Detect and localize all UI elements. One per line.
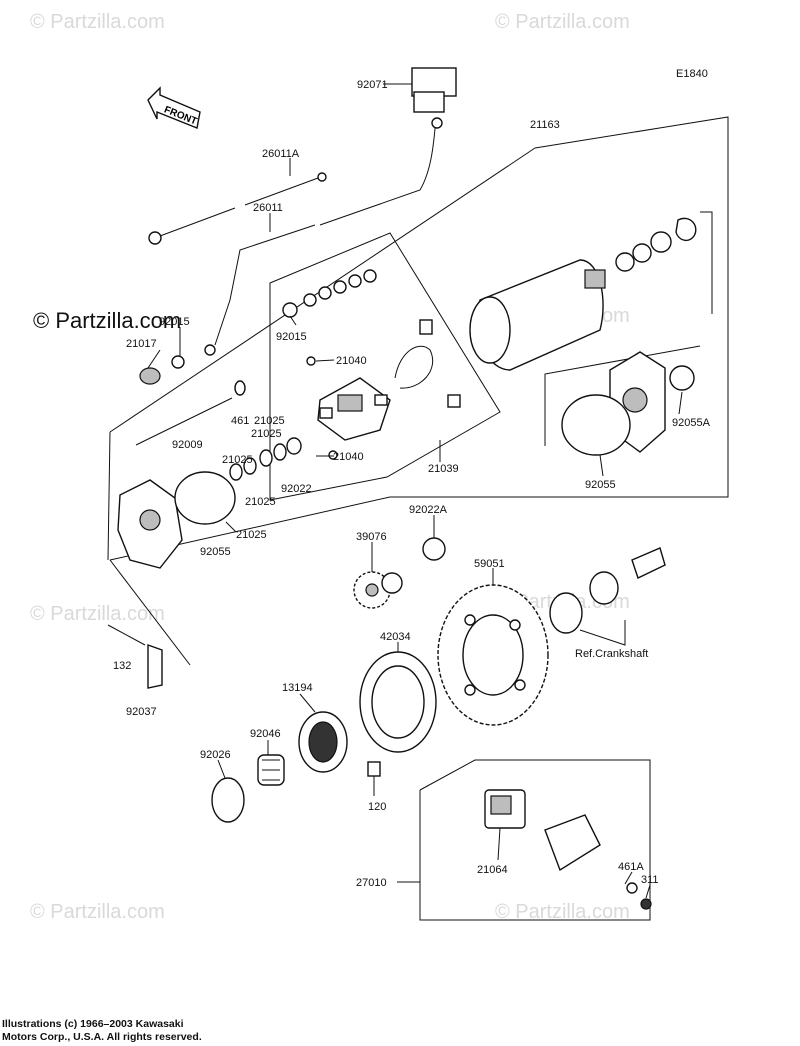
battery-cables xyxy=(148,67,457,356)
bolt-120 xyxy=(367,761,381,777)
crankshaft-parts xyxy=(549,547,666,646)
part-label: 92022 xyxy=(281,483,312,495)
part-label: 39076 xyxy=(356,531,387,543)
part-label: 92022A xyxy=(409,504,448,516)
part-label: 92015 xyxy=(276,331,307,343)
part-label: 21163 xyxy=(530,119,560,131)
part-label: 13194 xyxy=(282,682,313,694)
bracket-bolt-and-plate xyxy=(107,559,191,689)
part-label: 92009 xyxy=(172,439,203,451)
starter-motor xyxy=(469,217,697,371)
part-label: 21025 xyxy=(222,454,253,466)
part-label: 92055 xyxy=(200,546,231,558)
front-arrow-icon: FRONT xyxy=(147,86,201,129)
part-label: 21064 xyxy=(477,864,508,876)
part-label: 92071 xyxy=(357,79,388,91)
diagram-code: E1840 xyxy=(676,68,708,80)
starter-relay xyxy=(484,789,652,910)
copyright-notice: Illustrations (c) 1966–2003 Kawasaki Mot… xyxy=(2,1018,202,1044)
assembly-outline-brush xyxy=(269,232,501,501)
part-label: 461 xyxy=(231,415,249,427)
part-label: 461A xyxy=(618,861,644,873)
part-label: 26011A xyxy=(262,148,300,160)
part-label: 21025 xyxy=(236,529,267,541)
watermarks: © Partzilla.com © Partzilla.com © Partzi… xyxy=(30,11,630,923)
copyright-line: Illustrations (c) 1966–2003 Kawasaki xyxy=(2,1018,184,1030)
part-label: 21025 xyxy=(251,428,282,440)
part-label: 59051 xyxy=(474,558,505,570)
part-label: 42034 xyxy=(380,631,411,643)
watermark: © Partzilla.com xyxy=(30,603,165,625)
part-label: 92046 xyxy=(250,728,281,740)
part-label: 92037 xyxy=(126,706,157,718)
watermark: © Partzilla.com xyxy=(30,901,165,923)
starter-front-cover xyxy=(117,471,236,569)
part-label: 92015 xyxy=(159,316,190,328)
watermark: © Partzilla.com xyxy=(495,11,630,33)
washer-stack-upper xyxy=(282,269,377,318)
washer-92022a xyxy=(422,537,446,561)
part-label: 21039 xyxy=(428,463,459,475)
starter-clutch-gear xyxy=(437,584,549,726)
clutch-housing xyxy=(298,711,348,773)
leader-lines xyxy=(147,83,683,899)
part-label: 27010 xyxy=(356,877,387,889)
copyright-line: Motors Corp., U.S.A. All rights reserved… xyxy=(2,1031,202,1043)
watermark: © Partzilla.com xyxy=(30,11,165,33)
part-label: 21025 xyxy=(254,415,285,427)
thrust-washer xyxy=(211,777,245,823)
part-label: 21040 xyxy=(333,451,364,463)
one-way-clutch-ring xyxy=(359,651,437,753)
needle-bearing xyxy=(257,754,285,786)
part-label: 120 xyxy=(368,801,386,813)
watermark: © Partzilla.com xyxy=(33,308,181,333)
brush-holder xyxy=(306,319,461,460)
assembly-outline-solenoid xyxy=(419,759,651,921)
part-label: 311 xyxy=(641,874,659,886)
part-label: 21017 xyxy=(126,338,157,350)
part-label: 21040 xyxy=(336,355,367,367)
part-label: 92026 xyxy=(200,749,231,761)
idle-gear xyxy=(353,571,403,609)
part-label: 92055 xyxy=(585,479,616,491)
part-label: Ref.Crankshaft xyxy=(575,648,648,660)
terminal-nut-set xyxy=(139,355,185,385)
part-labels: 92071 21163 26011A 26011 92015 92015 210… xyxy=(113,79,711,889)
part-label: 92055A xyxy=(672,417,711,429)
part-label: 21025 xyxy=(245,496,276,508)
watermark: © Partzilla.com xyxy=(495,901,630,923)
through-bolt xyxy=(135,380,302,481)
starter-end-cover xyxy=(561,351,695,456)
part-label: 132 xyxy=(113,660,131,672)
part-label: 26011 xyxy=(253,202,283,214)
